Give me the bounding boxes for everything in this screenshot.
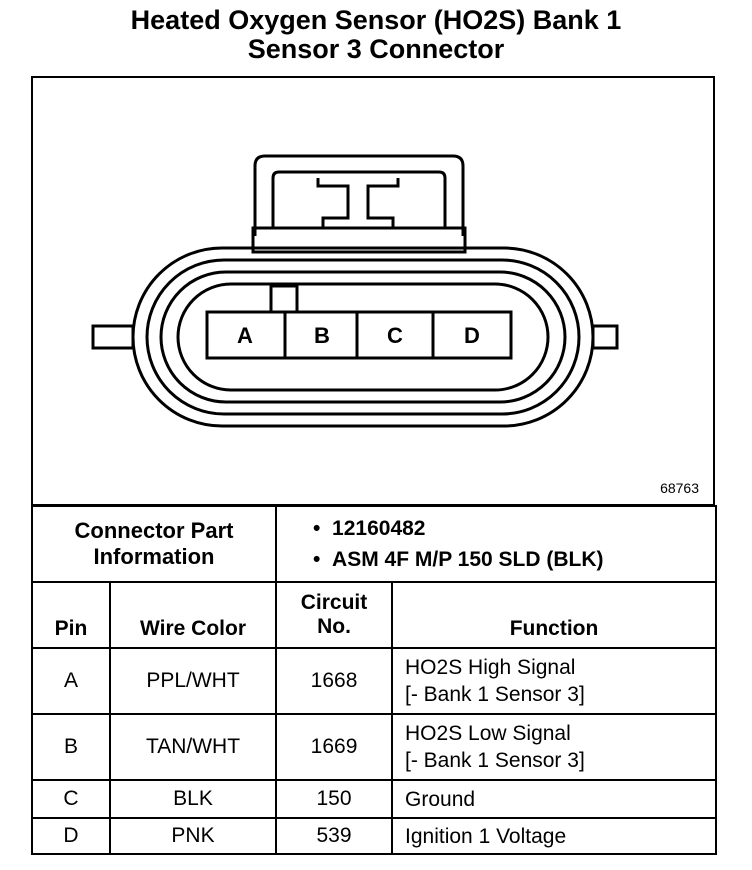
pin-label-d: D xyxy=(464,323,480,348)
table-header-row: Pin Wire Color Circuit No. Function xyxy=(31,581,718,649)
wire-color-cell: BLK xyxy=(108,779,278,819)
connector-latch-inner xyxy=(271,170,447,228)
diagram-title: Heated Oxygen Sensor (HO2S) Bank 1 Senso… xyxy=(0,6,752,64)
header-wire-color: Wire Color xyxy=(108,581,278,649)
wire-color-cell: PNK xyxy=(108,817,278,855)
function-line1: HO2S Low Signal xyxy=(405,722,571,745)
wire-color-cell: PPL/WHT xyxy=(108,647,278,715)
pin-cell: D xyxy=(31,817,111,855)
connector-latch-t xyxy=(316,178,400,230)
connector-key xyxy=(269,284,299,314)
connector-housing-outer xyxy=(131,246,595,428)
pin-cell: B xyxy=(31,713,111,781)
connector-pin-table: Connector Part Information 12160482 ASM … xyxy=(30,505,718,855)
assembly-description: ASM 4F M/P 150 SLD (BLK) xyxy=(313,544,715,575)
connector-latch xyxy=(253,154,465,236)
pin-label-c: C xyxy=(387,323,403,348)
connector-info-label: Connector Part Information xyxy=(30,505,278,583)
pin-cell: A xyxy=(31,647,111,715)
table-row: A PPL/WHT 1668 HO2S High Signal [- Bank … xyxy=(31,647,718,715)
function-line1: HO2S High Signal xyxy=(405,656,576,679)
wire-color-cell: TAN/WHT xyxy=(108,713,278,781)
connector-latch-base xyxy=(251,226,467,254)
pin-cavity-d xyxy=(431,310,513,360)
connector-housing-inner xyxy=(159,270,567,404)
header-circuit-line1: Circuit xyxy=(300,591,368,614)
title-line-2: Sensor 3 Connector xyxy=(247,34,505,64)
pin-cell: C xyxy=(31,779,111,819)
figure-id: 68763 xyxy=(660,480,699,496)
circuit-cell: 150 xyxy=(275,779,394,819)
circuit-cell: 1669 xyxy=(275,713,394,781)
function-cell: HO2S High Signal [- Bank 1 Sensor 3] xyxy=(391,647,718,715)
table-row: B TAN/WHT 1669 HO2S Low Signal [- Bank 1… xyxy=(31,713,718,781)
table-row: C BLK 150 Ground xyxy=(31,779,718,819)
connector-ear-right xyxy=(591,324,619,350)
function-cell: HO2S Low Signal [- Bank 1 Sensor 3] xyxy=(391,713,718,781)
part-number: 12160482 xyxy=(313,513,715,544)
connector-housing-core xyxy=(176,282,550,392)
connector-ear-left xyxy=(91,324,135,350)
header-circuit-line2: No. xyxy=(317,615,351,638)
circuit-cell: 1668 xyxy=(275,647,394,715)
title-line-1: Heated Oxygen Sensor (HO2S) Bank 1 xyxy=(130,5,622,35)
header-circuit-no: Circuit No. xyxy=(275,581,394,649)
function-cell: Ground xyxy=(391,779,718,819)
connector-info-label-line2: Information xyxy=(93,544,215,569)
function-cell: Ignition 1 Voltage xyxy=(391,817,718,855)
connector-drawing: A B C D xyxy=(91,154,619,428)
connector-info-list: 12160482 ASM 4F M/P 150 SLD (BLK) xyxy=(275,505,718,583)
connector-housing-mid xyxy=(145,258,581,416)
header-pin: Pin xyxy=(31,581,111,649)
function-line2: [- Bank 1 Sensor 3] xyxy=(405,749,585,772)
connector-info-label-line1: Connector Part xyxy=(74,518,234,543)
header-function: Function xyxy=(391,581,718,649)
circuit-cell: 539 xyxy=(275,817,394,855)
connector-info-row: Connector Part Information 12160482 ASM … xyxy=(30,505,718,583)
pin-label-a: A xyxy=(237,323,253,348)
pin-label-b: B xyxy=(314,323,330,348)
table-row: D PNK 539 Ignition 1 Voltage xyxy=(31,817,718,855)
function-line2: [- Bank 1 Sensor 3] xyxy=(405,683,585,706)
connector-diagram-panel: A B C D 68763 xyxy=(31,76,715,506)
